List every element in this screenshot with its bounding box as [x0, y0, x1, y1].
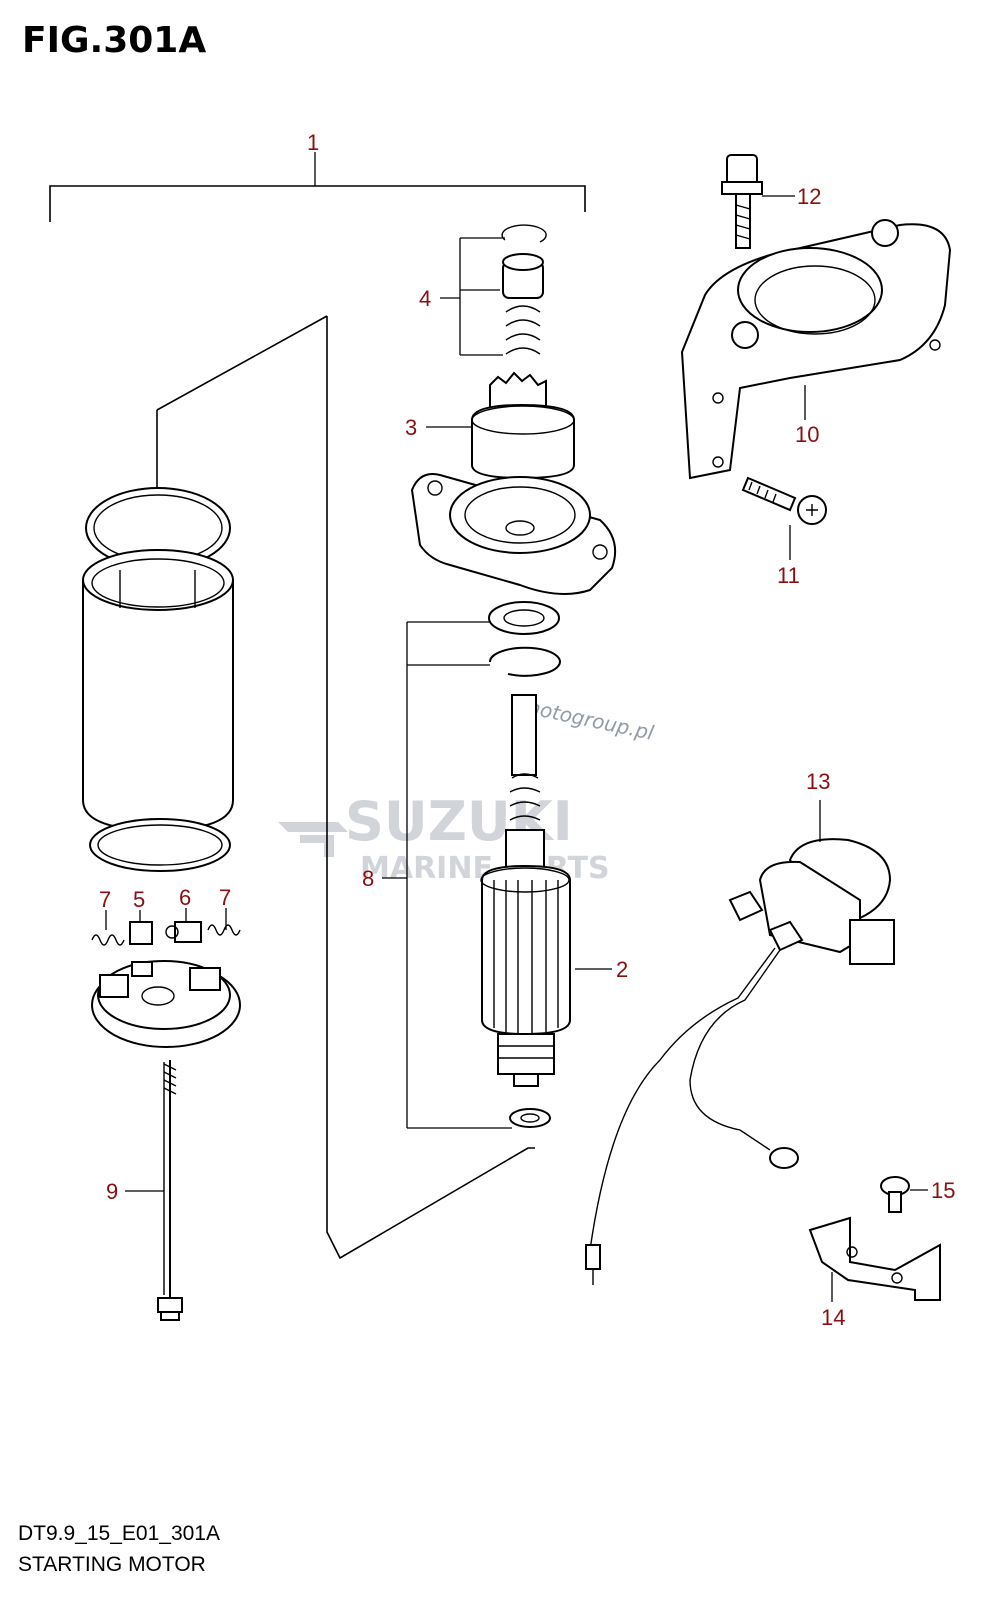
callout-7a: 7 — [99, 887, 111, 912]
screw-15-part — [880, 1176, 928, 1213]
pinion-drive-part — [471, 371, 575, 480]
callout-13: 13 — [806, 769, 830, 794]
assembly-1-bracket — [49, 152, 586, 1260]
through-bolt-part — [157, 1060, 183, 1321]
callout-6: 6 — [179, 885, 191, 910]
clamp-bracket-part — [808, 1216, 941, 1302]
watermark-logo-icon — [278, 822, 348, 857]
figure-code: DT9.9_15_E01_301A — [18, 1522, 220, 1545]
watermark-site: motogroup.pl — [519, 693, 656, 745]
callout-7b: 7 — [219, 885, 231, 910]
callouts: 1 2 3 4 5 6 7 7 8 9 10 11 12 13 14 15 — [99, 130, 955, 1330]
callout-3: 3 — [405, 415, 417, 440]
brush-holder-plate-part — [91, 960, 241, 1048]
armature-part — [480, 694, 571, 1087]
washers-part — [406, 601, 561, 1129]
leader-lines — [105, 297, 612, 1192]
relay-wiring-part — [585, 947, 799, 1285]
callout-5: 5 — [133, 887, 145, 912]
figure-title: FIG.301A — [22, 20, 207, 61]
callout-9: 9 — [106, 1179, 118, 1204]
brush-springs-part — [91, 921, 241, 946]
callout-15: 15 — [931, 1178, 955, 1203]
watermark: SUZUKI MARINE PARTS motogroup.pl — [278, 693, 656, 886]
callout-2: 2 — [616, 957, 628, 982]
callout-8: 8 — [362, 866, 374, 891]
bolt-11-part — [741, 476, 827, 560]
callout-10: 10 — [795, 422, 819, 447]
callout-12: 12 — [797, 184, 821, 209]
motor-bracket-part — [680, 219, 952, 480]
figure-caption: STARTING MOTOR — [18, 1553, 206, 1576]
callout-14: 14 — [821, 1305, 845, 1330]
callout-11: 11 — [777, 563, 800, 588]
callout-1: 1 — [307, 130, 319, 155]
starter-relay-part — [728, 800, 895, 965]
pinion-stop-set-part — [459, 224, 547, 356]
drive-end-frame-part — [410, 473, 616, 595]
callout-4: 4 — [419, 286, 431, 311]
bolt-12-part — [721, 154, 795, 249]
yoke-housing-part — [82, 487, 234, 872]
